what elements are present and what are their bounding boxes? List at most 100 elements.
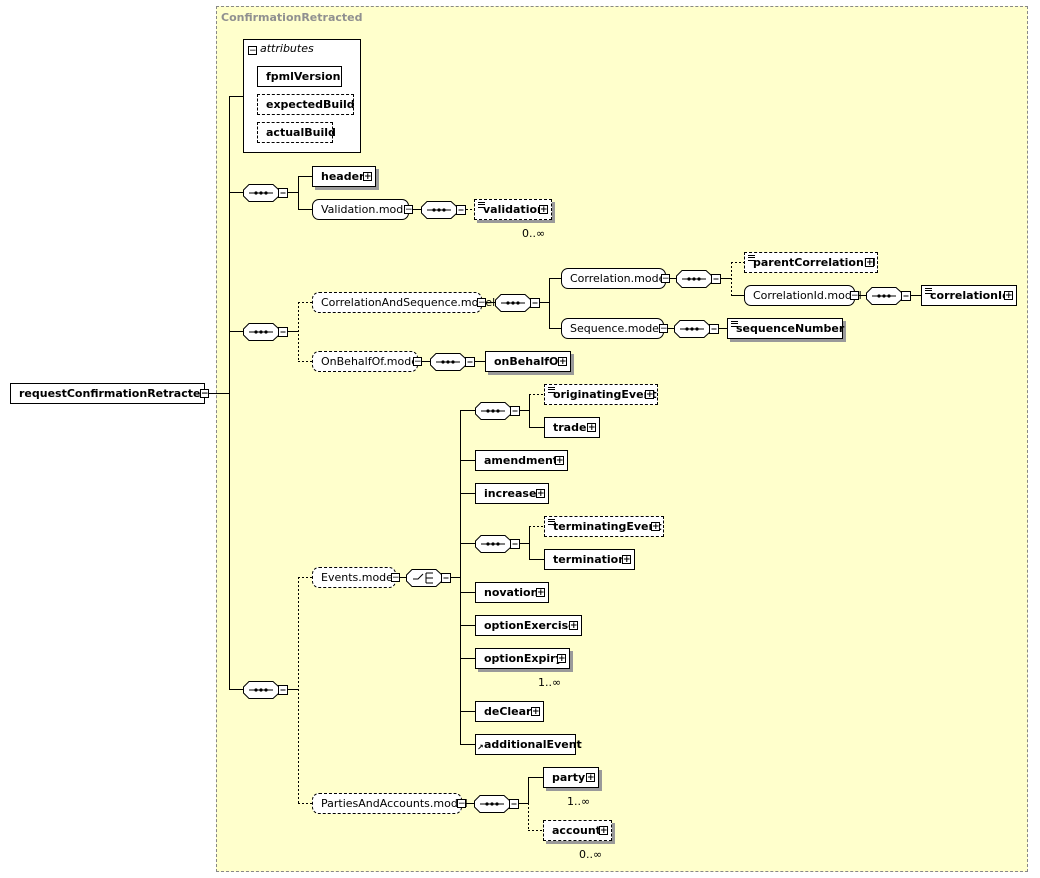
collapse-icon[interactable]: − [659,324,668,334]
attributes-header[interactable]: −attributes [248,42,314,56]
expand-icon[interactable]: + [539,205,548,215]
attribute-label: fpmlVersion [266,70,341,83]
group-validation-model[interactable]: Validation.model− [312,199,413,220]
group-correlation-id-model[interactable]: CorrelationId.model− [744,285,862,306]
expand-icon[interactable]: + [536,489,545,499]
group-on-behalf-of-model[interactable]: OnBehalfOf.model− [312,351,422,372]
attribute-actualbuild[interactable]: actualBuild [257,122,336,143]
sequence-compositor[interactable] [430,353,475,371]
element-termination[interactable]: termination+ [544,549,635,570]
root-element[interactable]: requestConfirmationRetracted − [10,383,209,404]
sequence-compositor[interactable] [474,795,519,813]
attribute-expectedbuild[interactable]: expectedBuild [257,94,355,115]
element-increase[interactable]: increase+ [475,483,549,504]
element-label: originatingEvent [553,388,657,401]
group-label: Sequence.model [570,322,663,335]
root-element-label: requestConfirmationRetracted [19,387,209,400]
element-label: optionExpiry [484,652,563,665]
element-originating-event[interactable]: originatingEvent+ [544,384,658,405]
group-parties-and-accounts-model[interactable]: PartiesAndAccounts.model− [312,793,468,814]
element-validation[interactable]: validation+ [474,199,552,220]
sequence-compositor[interactable] [475,535,520,553]
element-account[interactable]: account+ [543,820,612,841]
group-events-model[interactable]: Events.model− [312,567,400,588]
expand-icon[interactable]: + [645,390,654,400]
element-option-exercise[interactable]: optionExercise+ [475,615,582,636]
element-option-expiry[interactable]: optionExpiry+ [475,648,570,669]
element-label: deClear [484,705,532,718]
sequence-compositor[interactable] [243,681,288,699]
element-label: onBehalfOf [494,355,564,368]
expand-icon[interactable]: + [531,707,540,717]
group-sequence-model[interactable]: Sequence.model− [561,318,668,339]
element-novation[interactable]: novation+ [475,582,549,603]
collapse-icon[interactable]: − [477,298,486,308]
group-label: Events.model [321,571,396,584]
attribute-label: expectedBuild [266,98,355,111]
text-content-icon [925,288,932,294]
text-content-icon [731,321,738,327]
element-terminating-event[interactable]: terminatingEvent+ [544,516,664,537]
group-correlation-model[interactable]: Correlation.model− [561,268,670,289]
element-parent-correlation-id[interactable]: parentCorrelationId+ [744,252,878,273]
choice-compositor[interactable] [406,569,451,587]
sequence-compositor[interactable] [421,201,466,219]
group-label: Validation.model [321,203,414,216]
expand-icon[interactable]: + [363,172,372,182]
element-trade[interactable]: trade+ [544,417,600,438]
element-label: increase [484,487,537,500]
cardinality-option-expiry: 1..∞ [538,676,562,689]
sequence-compositor[interactable] [674,320,719,338]
expand-icon[interactable]: + [586,773,595,783]
element-label: amendment [484,454,559,467]
sequence-compositor[interactable] [676,270,721,288]
sequence-compositor[interactable] [495,294,540,312]
sequence-compositor[interactable] [243,184,288,202]
text-content-icon [548,519,555,525]
element-party[interactable]: party+ [543,767,599,788]
collapse-icon[interactable]: − [391,573,400,583]
expand-icon[interactable]: + [587,423,596,433]
expand-icon[interactable]: + [558,357,567,367]
cardinality-account: 0..∞ [579,848,603,861]
collapse-icon[interactable]: − [457,799,466,809]
sequence-compositor[interactable] [475,402,520,420]
expand-icon[interactable]: + [865,258,874,268]
group-label: Correlation.model [570,272,669,285]
element-amendment[interactable]: amendment+ [475,450,568,471]
group-label: PartiesAndAccounts.model [321,797,468,810]
collapse-icon[interactable]: − [200,389,209,399]
expand-icon[interactable]: + [1004,291,1013,301]
attribute-fpmlversion[interactable]: fpmlVersion [257,66,342,87]
element-additional-event[interactable]: ↗additionalEvent [475,734,582,755]
element-sequence-number[interactable]: sequenceNumber [727,318,844,339]
collapse-icon[interactable]: − [661,274,670,284]
group-correlation-and-sequence-model[interactable]: CorrelationAndSequence.model− [312,292,495,313]
expand-icon[interactable]: + [651,522,660,532]
attributes-label: attributes [260,42,314,55]
sequence-compositor[interactable] [243,323,288,341]
element-correlation-id[interactable]: correlationId+ [921,285,1017,306]
sequence-compositor[interactable] [866,287,911,305]
expand-icon[interactable]: + [569,621,578,631]
expand-icon[interactable]: + [555,456,564,466]
collapse-icon[interactable]: − [404,205,413,215]
collapse-icon[interactable]: − [248,46,257,56]
expand-icon[interactable]: + [557,654,566,664]
element-label: account [552,824,601,837]
group-label: OnBehalfOf.model [321,355,422,368]
expand-icon[interactable]: + [599,826,608,836]
expand-icon[interactable]: + [622,555,631,565]
attribute-label: actualBuild [266,126,336,139]
element-header[interactable]: header+ [312,166,376,187]
reference-arrow-icon: ↗ [477,743,484,752]
group-label: CorrelationId.model [753,289,862,302]
collapse-icon[interactable]: − [413,357,422,367]
element-label: validation [483,203,545,216]
expand-icon[interactable]: + [536,588,545,598]
element-label: parentCorrelationId [753,256,876,269]
element-on-behalf-of[interactable]: onBehalfOf+ [485,351,571,372]
element-label: termination [553,553,627,566]
element-de-clear[interactable]: deClear+ [475,701,544,722]
collapse-icon[interactable]: − [850,291,859,301]
